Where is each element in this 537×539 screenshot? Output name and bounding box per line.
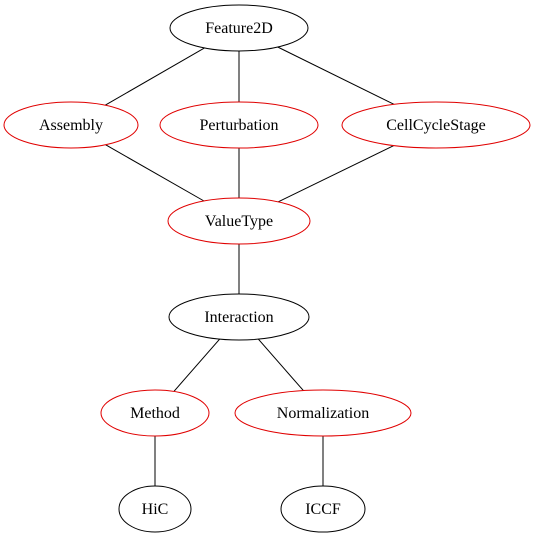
node-assembly-ellipse [3,101,139,149]
node-assembly-label: Assembly [39,117,103,134]
edge-interaction-method [173,338,221,392]
node-method-ellipse [100,389,210,437]
node-hic-label: HiC [142,501,169,518]
node-cellcyclestage-ellipse [341,101,531,149]
node-iccf-ellipse [280,485,366,533]
node-hic-ellipse [118,485,192,533]
node-cellcyclestage[interactable]: CellCycleStage [341,101,531,149]
nodes-layer: Feature2D Assembly Perturbation CellCycleSt… [3,4,531,533]
node-perturbation-label: Perturbation [199,117,278,134]
node-interaction-label: Interaction [204,309,273,326]
node-feature2d-ellipse [169,4,309,52]
node-valuetype-label: ValueType [205,213,273,230]
node-normalization-ellipse [234,389,412,437]
node-interaction-ellipse [168,293,310,341]
edge-cellcyclestage-valuetype [278,145,395,203]
edge-feature2d-assembly [104,47,205,106]
node-perturbation[interactable]: Perturbation [159,101,319,149]
node-valuetype[interactable]: ValueType [167,197,311,245]
node-perturbation-ellipse [159,101,319,149]
node-method-label: Method [130,405,180,422]
node-hic[interactable]: HiC [118,485,192,533]
node-feature2d[interactable]: Feature2D [169,4,309,52]
edges-layer [104,46,395,486]
node-cellcyclestage-label: CellCycleStage [386,117,486,134]
edge-interaction-normalization [257,338,304,391]
node-iccf-label: ICCF [305,501,341,518]
node-valuetype-ellipse [167,197,311,245]
node-method[interactable]: Method [100,389,210,437]
node-iccf[interactable]: ICCF [280,485,366,533]
node-normalization[interactable]: Normalization [234,389,412,437]
node-feature2d-label: Feature2D [205,20,273,37]
node-assembly[interactable]: Assembly [3,101,139,149]
edge-feature2d-cellcyclestage [277,46,395,105]
edge-assembly-valuetype [105,144,205,202]
node-interaction[interactable]: Interaction [168,293,310,341]
node-normalization-label: Normalization [277,405,369,422]
